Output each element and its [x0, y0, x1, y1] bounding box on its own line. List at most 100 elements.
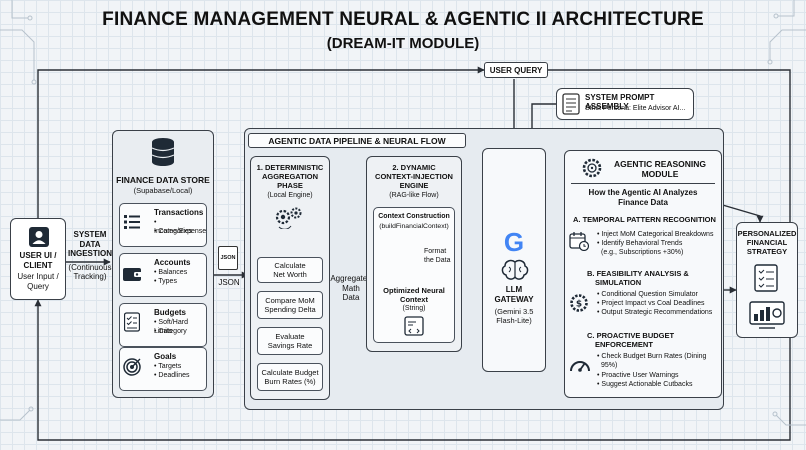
strategy-panel: PERSONALIZED FINANCIAL STRATEGY	[736, 222, 798, 338]
transactions-bullet-2: • Categories	[154, 228, 193, 235]
section-b-bullet-3: • Output Strategic Recommendations	[597, 309, 713, 316]
phase2-title-2: CONTEXT-INJECTION	[375, 172, 453, 181]
context-construction-card: Context Construction (buildFinancialCont…	[373, 207, 455, 343]
user-query-tag: USER QUERY	[484, 62, 548, 78]
ingestion-label: SYSTEM DATA INGESTION (Continuous Tracki…	[64, 230, 116, 282]
json-label: JSON	[218, 278, 240, 287]
user-client-sub-2: Query	[27, 281, 49, 291]
ingestion-line-3: INGESTION	[67, 249, 112, 258]
user-client-title-2: CLIENT	[23, 260, 53, 270]
system-prompt-title: SYSTEM PROMPT ASSEMBLY	[585, 93, 655, 111]
json-file-icon: JSON	[218, 246, 238, 270]
calendar-clock-icon	[569, 232, 589, 251]
aggregated-line-1: Aggregated	[330, 274, 372, 283]
phase2-title-3: ENGINE	[399, 181, 429, 190]
section-c-title-2: ENFORCEMENT	[595, 340, 653, 349]
accounts-title: Accounts	[154, 258, 191, 267]
accounts-card: Accounts • Balances • Types	[119, 253, 207, 297]
transactions-card: Transactions • Income/Expense • Categori…	[119, 203, 207, 247]
budgets-bullet-2: • Category	[154, 328, 187, 335]
system-prompt-text: Strict Persona: Elite Advisor AI...	[585, 105, 686, 112]
strategy-line-1: PERSONALIZED	[737, 229, 797, 238]
step-net-worth-1: Calculate	[274, 261, 306, 270]
transactions-title: Transactions	[154, 208, 204, 217]
step-burn-rates-1: Calculate Budget	[261, 368, 319, 377]
phase1-sub: (Local Engine)	[267, 192, 313, 199]
format-label-1: Format	[424, 248, 447, 255]
list-icon	[124, 215, 140, 229]
reasoning-how-2: Finance Data	[618, 197, 668, 207]
step-savings-rate-1: Evaluate	[275, 332, 305, 341]
section-c-bullet-1: • Check Budget Burn Rates (Dining	[597, 353, 707, 360]
strategy-line-3: STRATEGY	[746, 247, 788, 256]
section-a-bullet-3: (e.g., Subscriptions +30%)	[601, 249, 684, 256]
speedometer-icon	[570, 361, 590, 372]
pipeline-title: AGENTIC DATA PIPELINE & NEURAL FLOW	[268, 135, 446, 146]
gears-icon	[275, 207, 302, 229]
optimized-context-3: (String)	[402, 305, 426, 312]
budgets-card: Budgets • Soft/Hard Limits • Category	[119, 303, 207, 347]
gateway-sub-2: Flash-Lite)	[496, 316, 532, 325]
pipeline-title-tab: AGENTIC DATA PIPELINE & NEURAL FLOW	[248, 133, 466, 148]
phase2-panel: 2. DYNAMIC CONTEXT-INJECTION ENGINE (RAG…	[366, 156, 462, 352]
gear-dollar-icon: $	[570, 294, 588, 312]
goals-title: Goals	[154, 352, 177, 361]
reasoning-title-2: MODULE	[641, 169, 679, 179]
section-b-title-2: SIMULATION	[595, 278, 642, 287]
context-construction-title: Context Construction	[378, 213, 450, 220]
phase2-title-1: 2. DYNAMIC	[392, 163, 436, 172]
transactions-bullet-1: • Income/Expense	[154, 219, 207, 235]
json-file-text: JSON	[220, 255, 236, 261]
google-logo-icon: G	[503, 227, 525, 257]
system-prompt-box: SYSTEM PROMPT ASSEMBLY Strict Persona: E…	[556, 88, 694, 120]
optimized-context-2: Context	[400, 295, 428, 304]
section-a-bullet-2: • Identify Behavioral Trends	[597, 240, 683, 247]
section-c-bullet-4: • Suggest Actionable Cutbacks	[597, 381, 693, 388]
goals-card: Goals • Targets • Deadlines	[119, 347, 207, 391]
step-burn-rates-2: Burn Rates (%)	[264, 377, 316, 386]
code-document-icon	[404, 316, 424, 336]
section-b-title-1: B. FEASIBILITY ANALYSIS &	[587, 269, 689, 278]
goals-bullet-1: • Targets	[154, 363, 182, 370]
gear-brain-icon	[582, 158, 602, 178]
svg-text:$: $	[576, 300, 582, 310]
reasoning-how-1: How the Agentic AI Analyzes	[588, 188, 698, 197]
document-icon	[562, 93, 580, 115]
page-title: FINANCE MANAGEMENT NEURAL & AGENTIC II A…	[102, 9, 704, 30]
budgets-title: Budgets	[154, 308, 186, 317]
data-store-title: FINANCE DATA STORE	[116, 175, 210, 185]
step-mom-delta-1: Compare MoM	[265, 296, 315, 305]
section-c-bullet-3: • Proactive User Warnings	[597, 372, 679, 379]
section-b-bullet-2: • Project Impact vs Coal Deadlines	[597, 300, 705, 307]
context-construction-sub: (buildFinancialContext)	[379, 223, 449, 230]
aggregated-line-3: Data	[342, 293, 360, 302]
optimized-context-1: Optimized Neural	[383, 286, 445, 295]
brain-icon	[501, 259, 529, 280]
user-client-sub-1: User Input /	[17, 272, 59, 281]
gateway-line-1: LLM	[505, 285, 523, 294]
section-b-bullet-1: • Conditional Question Simulator	[597, 291, 698, 298]
ingestion-sub-1: (Continuous	[68, 262, 112, 272]
accounts-bullet-2: • Types	[154, 278, 177, 285]
checklist-icon	[124, 312, 140, 332]
section-a-title: A. TEMPORAL PATTERN RECOGNITION	[573, 215, 716, 224]
section-c-title-1: C. PROACTIVE BUDGET	[587, 331, 675, 340]
phase2-sub: (RAG-like Flow)	[389, 192, 439, 199]
budgets-bullet-1: • Soft/Hard Limits	[154, 319, 188, 335]
user-client-title-1: USER UI /	[19, 251, 57, 260]
llm-gateway-panel: G LLM GATEWAY (Gemini 3.5 Flash-Lite)	[482, 148, 546, 372]
target-icon	[123, 358, 141, 376]
aggregated-line-2: Math	[342, 283, 360, 293]
user-icon	[29, 227, 49, 247]
step-savings-rate-2: Savings Rate	[267, 341, 313, 350]
phase1-title-1: 1. DETERMINISTIC	[256, 163, 324, 172]
reasoning-module-panel: AGENTIC REASONING MODULE How the Agentic…	[564, 150, 722, 398]
reasoning-title-1: AGENTIC REASONING	[613, 159, 707, 169]
gateway-line-2: GATEWAY	[494, 294, 534, 304]
phase1-title-2: AGGREGATION	[261, 172, 319, 181]
strategy-line-2: FINANCIAL	[746, 238, 788, 247]
step-net-worth-2: Net Worth	[273, 270, 307, 279]
